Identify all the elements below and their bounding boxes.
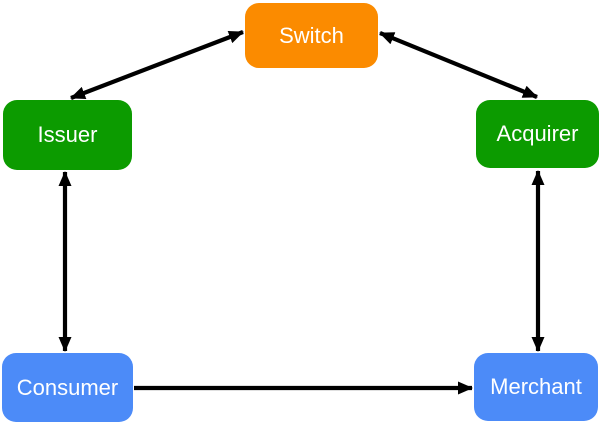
- node-label: Switch: [279, 22, 344, 48]
- node-label: Consumer: [16, 374, 119, 400]
- node-switch: Switch: [245, 3, 378, 68]
- node-label: Issuer: [37, 122, 98, 147]
- edge-switch-acquirer: [379, 31, 538, 99]
- node-label: Merchant: [490, 374, 582, 399]
- node-merchant: Merchant: [474, 353, 598, 421]
- diagram-edges: [58, 30, 545, 395]
- node-consumer: Consumer: [2, 353, 133, 422]
- node-label: Acquirer: [496, 121, 579, 146]
- node-acquirer: Acquirer: [476, 100, 599, 168]
- edge-switch-issuer: [70, 30, 244, 100]
- node-issuer: Issuer: [3, 100, 132, 170]
